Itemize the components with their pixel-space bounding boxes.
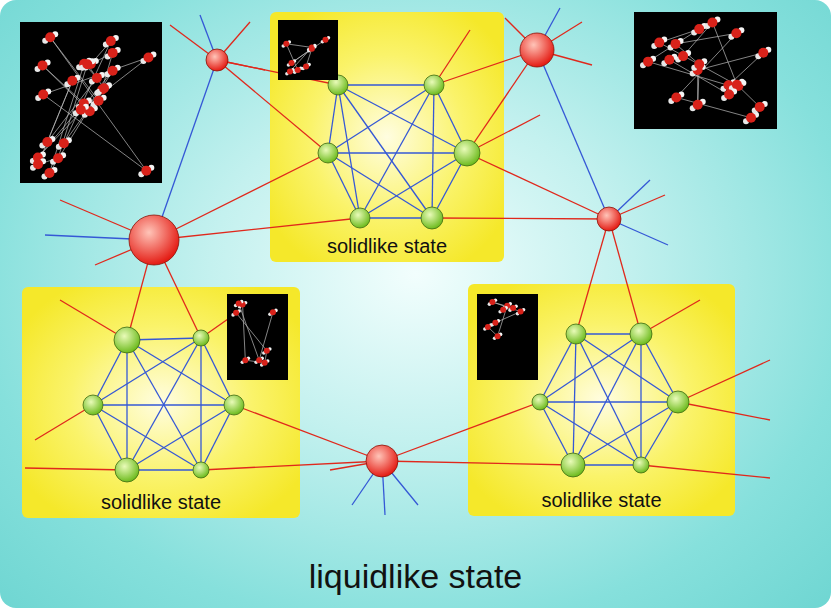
box-fill — [468, 284, 735, 516]
water-cluster-picture — [20, 22, 162, 183]
solid-region-box: solidlike state — [270, 12, 504, 262]
water-cluster-picture — [477, 294, 538, 380]
box-label: solidlike state — [541, 489, 661, 512]
water-cluster-picture — [227, 294, 288, 380]
water-cluster-picture — [634, 12, 777, 129]
box-label: solidlike state — [327, 235, 447, 258]
box-fill — [22, 287, 300, 518]
molecule-nodes — [83, 33, 689, 482]
water-cluster-picture — [278, 20, 338, 80]
region-label: liquidlike state — [309, 557, 523, 596]
solid-region-box: solidlike state — [468, 284, 735, 516]
box-label: solidlike state — [101, 491, 221, 514]
solid-region-box: solidlike state — [22, 287, 300, 518]
